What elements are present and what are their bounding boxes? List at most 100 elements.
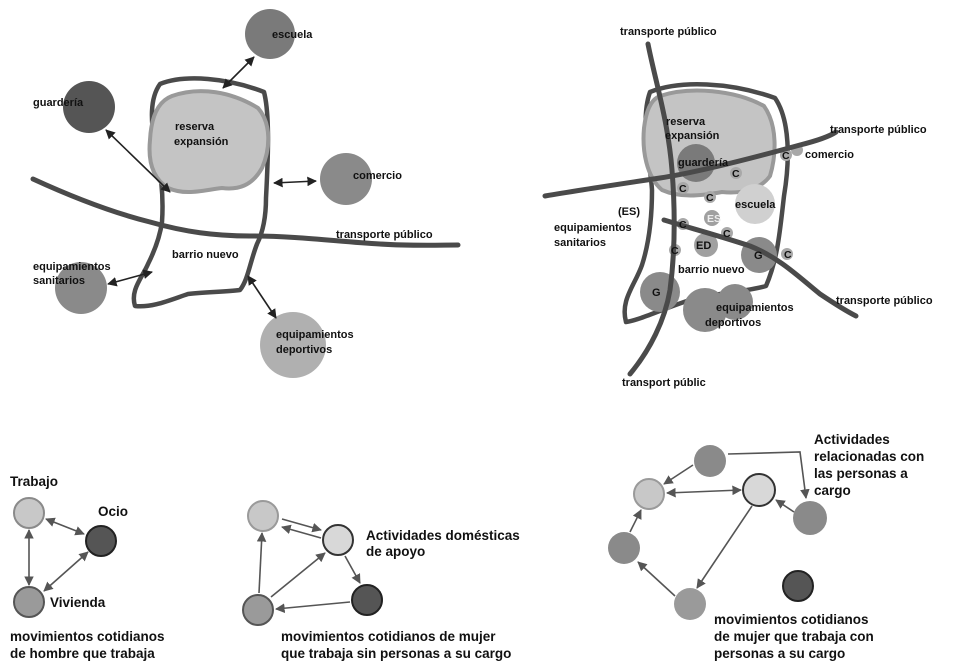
right-es-circle <box>704 210 720 226</box>
right-sanitarios-label-1: equipamientos <box>554 222 632 234</box>
d3-arrow-trabajo-hub <box>666 485 742 498</box>
right-c-label-6: C <box>671 245 679 257</box>
left-map: escuela guardería reserva expansión come… <box>30 9 461 378</box>
right-transport-road-lower <box>661 217 859 319</box>
right-c-label-8: C <box>782 150 790 162</box>
left-expansion-label: expansión <box>174 136 229 148</box>
d3-arrow-top-trabajo <box>663 464 694 485</box>
d1-trabajo-node <box>13 497 45 529</box>
d3-arrow-top-right <box>727 451 810 499</box>
d3-actividades-label-4: cargo <box>814 483 851 498</box>
d3-right-node <box>793 501 827 535</box>
d3-arrow-vivienda-left <box>637 561 676 597</box>
d1-ocio-node <box>85 525 117 557</box>
d1-arrow-trabajo-ocio <box>45 517 85 536</box>
d2-caption-1: movimientos cotidianos de mujer <box>281 629 496 644</box>
right-g-label-1: G <box>754 250 763 262</box>
d1-caption-2: de hombre que trabaja <box>10 646 155 661</box>
right-g-label-2: G <box>652 287 661 299</box>
d3-actividades-label-2: relacionadas con <box>814 449 924 464</box>
right-map: transporte público reserva expansión tra… <box>542 26 933 389</box>
right-barrio-label: barrio nuevo <box>678 264 745 276</box>
d2-arrow-trabajo-act-b <box>281 524 322 539</box>
left-arrow-deportivos <box>247 275 277 319</box>
left-deportivos-label-2: deportivos <box>276 344 332 356</box>
d2-caption-2: que trabaja sin personas a su cargo <box>281 646 511 661</box>
left-sanitarios-circle <box>55 262 107 314</box>
d2-ocio-node <box>351 584 383 616</box>
diagram-woman-no-dependents: Actividades domésticas de apoyo movimien… <box>242 500 520 661</box>
right-expansion-label: expansión <box>665 130 720 142</box>
d3-actividades-label-3: las personas a <box>814 466 908 481</box>
right-deportivos-label-2: deportivos <box>705 317 761 329</box>
left-reserva-label: reserva <box>175 121 215 133</box>
d2-arrow-ocio-vivienda <box>275 601 351 613</box>
right-transport-bottom-label: transport públic <box>622 377 706 389</box>
right-transporte-right-bottom-label: transporte público <box>836 295 933 307</box>
right-c-label-5: C <box>723 228 731 240</box>
right-sanitarios-label-2: sanitarios <box>554 237 606 249</box>
d3-caption-3: personas a su cargo <box>714 646 845 661</box>
right-es-paren-label: (ES) <box>618 206 640 218</box>
d2-arrow-act-ocio <box>344 555 361 584</box>
d2-actividades-label-1: Actividades domésticas <box>366 528 520 543</box>
right-guarderia-label: guardería <box>678 157 729 169</box>
right-ed-label: ED <box>696 240 711 252</box>
right-c-label-4: C <box>679 219 687 231</box>
left-arrow-escuela <box>222 56 255 89</box>
right-c-label-2: C <box>732 168 740 180</box>
right-ed-circle <box>694 233 718 257</box>
right-escuela-circle <box>735 184 775 224</box>
d2-arrow-vivienda-trabajo <box>256 532 267 594</box>
left-guarderia-label: guardería <box>33 97 84 109</box>
d1-ocio-label: Ocio <box>98 504 128 519</box>
left-escuela-circle <box>245 9 295 59</box>
left-arrow-guarderia <box>105 129 171 193</box>
d3-arrow-hub-vivienda <box>696 505 753 589</box>
right-es-label: ES <box>707 213 721 225</box>
d3-hub-node <box>742 473 776 507</box>
d3-left-node <box>608 532 640 564</box>
d1-trabajo-label: Trabajo <box>10 474 58 489</box>
right-escuela-label: escuela <box>735 199 776 211</box>
left-arrow-sanitarios <box>107 269 153 287</box>
d3-ocio-node <box>782 570 814 602</box>
left-transport-road <box>30 176 461 248</box>
right-deportivos-circle-1 <box>683 288 727 332</box>
right-transport-road-diagonal <box>542 129 839 199</box>
right-deportivos-label-1: equipamientos <box>716 302 794 314</box>
right-transporte-right-top-label: transporte público <box>830 124 927 136</box>
d3-caption-2: de mujer que trabaja con <box>714 629 874 644</box>
d3-top-node <box>694 445 726 477</box>
diagram-woman-with-dependents: Actividades relacionadas con las persona… <box>608 432 924 661</box>
right-c-label-7: C <box>784 249 792 261</box>
left-transporte-label: transporte público <box>336 229 433 241</box>
left-escuela-label: escuela <box>272 29 313 41</box>
d2-vivienda-node <box>242 594 274 626</box>
d3-actividades-label-1: Actividades <box>814 432 890 447</box>
d1-caption-1: movimientos cotidianos <box>10 629 165 644</box>
d2-arrow-trabajo-act-a <box>281 518 322 533</box>
left-guarderia-circle <box>63 81 115 133</box>
right-reserve-area <box>641 88 777 198</box>
diagram-man: Trabajo Ocio Vivienda movimientos cotidi… <box>10 474 165 661</box>
left-comercio-label: comercio <box>353 170 402 182</box>
d3-arrow-right-hub <box>775 499 795 513</box>
right-c-circle-1 <box>677 182 689 194</box>
right-c-label-1: C <box>679 183 687 195</box>
d2-actividades-node <box>322 524 354 556</box>
d2-actividades-label-2: de apoyo <box>366 544 425 559</box>
d3-caption-1: movimientos cotidianos <box>714 612 869 627</box>
d1-arrow-ocio-vivienda <box>43 551 89 592</box>
right-c-circle-7 <box>781 248 793 260</box>
d3-arrow-left-trabajo <box>629 509 642 533</box>
left-sanitarios-label-2: sanitarios <box>33 275 85 287</box>
right-transporte-top-label: transporte público <box>620 26 717 38</box>
left-deportivos-label-1: equipamientos <box>276 329 354 341</box>
left-arrow-comercio <box>273 176 317 188</box>
right-comercio-label: comercio <box>805 149 854 161</box>
right-reserva-label: reserva <box>666 116 706 128</box>
d1-vivienda-node <box>13 586 45 618</box>
